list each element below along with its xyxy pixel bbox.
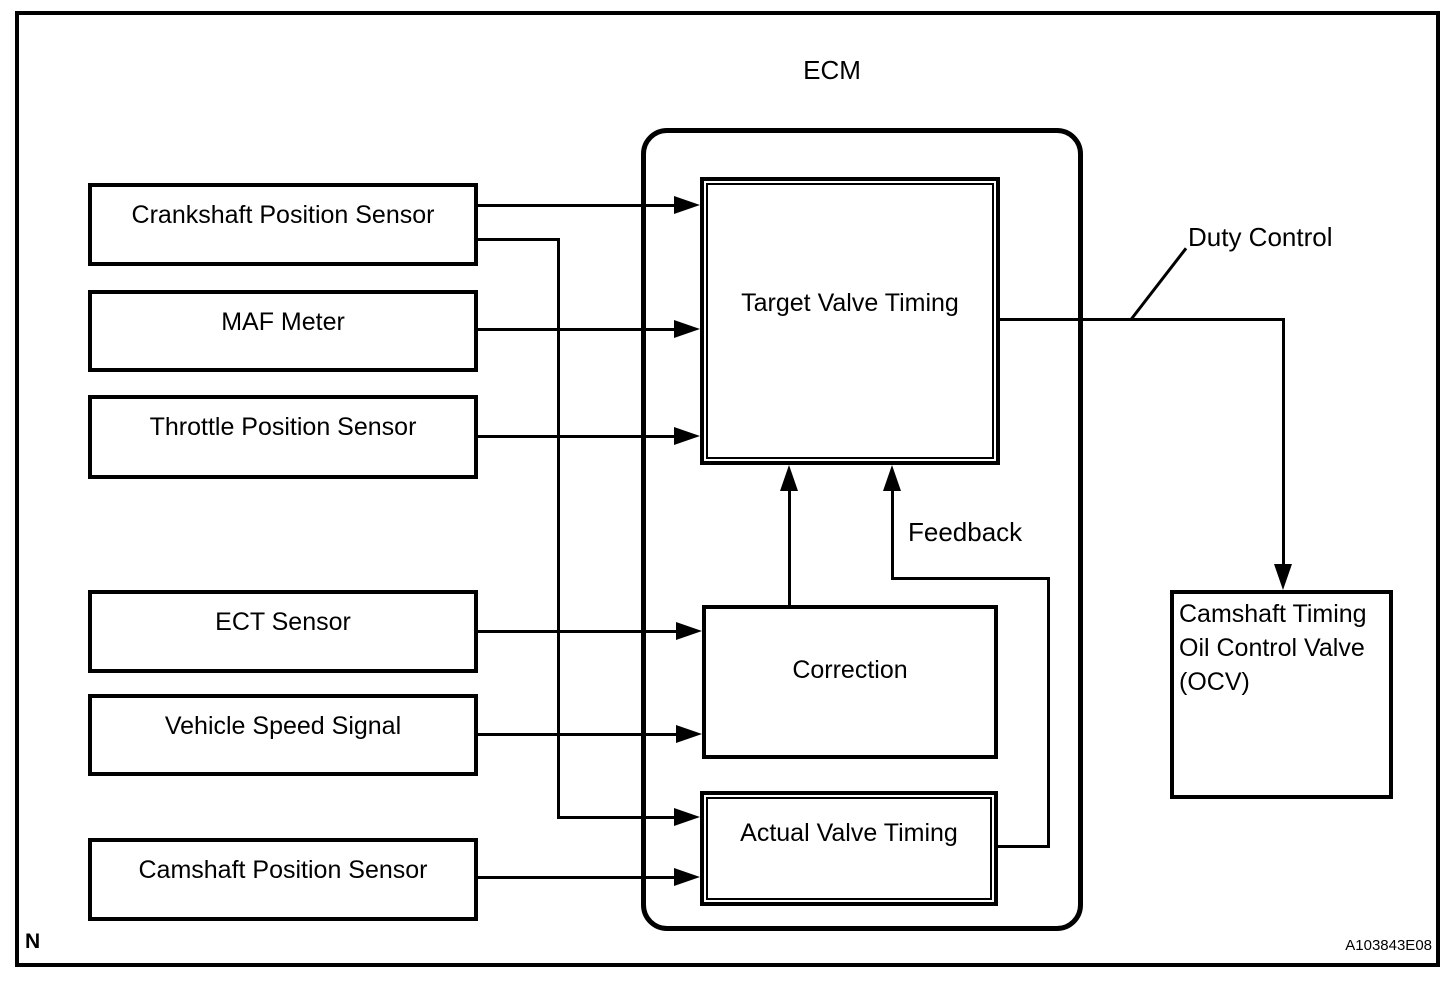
input-label: Crankshaft Position Sensor <box>131 201 435 229</box>
connector-maf-to-target <box>478 328 676 331</box>
ocv-label: Camshaft Timing Oil Control Valve (OCV) <box>1174 594 1389 795</box>
ocv-label-line3: (OCV) <box>1179 668 1250 696</box>
arrowhead-vss-to-correction <box>676 725 702 743</box>
connector-throttle-to-target <box>478 435 676 438</box>
connector-crankshaft-branch-v <box>557 238 560 819</box>
connector-correction-to-target <box>788 487 791 607</box>
block-inner-border <box>706 183 994 459</box>
connector-feedback-horizontal <box>891 577 1050 580</box>
connector-crankshaft-to-actual <box>557 816 677 819</box>
input-box-crankshaft-position-sensor: Crankshaft Position Sensor <box>88 183 478 266</box>
ocv-label-line2: Oil Control Valve <box>1179 634 1365 662</box>
block-correction: Correction <box>702 605 998 759</box>
connector-duty-vertical <box>1282 318 1285 568</box>
input-box-throttle-position-sensor: Throttle Position Sensor <box>88 395 478 479</box>
connector-ect-to-correction <box>478 630 678 633</box>
connector-feedback-from-actual <box>998 845 1050 848</box>
corner-n-label: N <box>25 930 41 953</box>
input-label: Camshaft Position Sensor <box>138 856 428 884</box>
feedback-label: Feedback <box>908 517 1023 547</box>
input-box-camshaft-position-sensor: Camshaft Position Sensor <box>88 838 478 921</box>
arrowhead-crankshaft-to-target <box>674 196 700 214</box>
connector-feedback-vertical <box>1047 577 1050 848</box>
input-label: Throttle Position Sensor <box>149 413 417 441</box>
block-camshaft-timing-ocv: Camshaft Timing Oil Control Valve (OCV) <box>1170 590 1393 799</box>
arrowhead-maf-to-target <box>674 320 700 338</box>
block-label: Target Valve Timing <box>741 289 959 317</box>
block-inner-border <box>706 797 992 900</box>
arrowhead-throttle-to-target <box>674 427 700 445</box>
input-box-ect-sensor: ECT Sensor <box>88 590 478 673</box>
connector-vss-to-correction <box>478 733 678 736</box>
arrowhead-correction-to-target <box>780 465 798 491</box>
block-label: Correction <box>792 656 908 684</box>
input-label: MAF Meter <box>221 308 345 336</box>
duty-control-label: Duty Control <box>1188 222 1333 252</box>
ecm-title: ECM <box>803 55 861 85</box>
figure-code: A103843E08 <box>1345 937 1432 954</box>
arrowhead-feedback-to-target <box>883 465 901 491</box>
connector-crankshaft-to-target <box>478 204 676 207</box>
arrowhead-crankshaft-to-actual <box>674 808 700 826</box>
input-label: ECT Sensor <box>215 608 351 636</box>
ocv-label-line1: Camshaft Timing <box>1179 600 1367 628</box>
input-label: Vehicle Speed Signal <box>164 712 402 740</box>
arrowhead-duty-to-ocv <box>1274 564 1292 590</box>
connector-feedback-to-target <box>891 487 894 580</box>
connector-camshaft-to-actual <box>478 876 676 879</box>
arrowhead-ect-to-correction <box>676 622 702 640</box>
arrowhead-camshaft-to-actual <box>674 868 700 886</box>
page-frame <box>15 11 1440 967</box>
block-label: Actual Valve Timing <box>740 819 958 847</box>
block-target-valve-timing: Target Valve Timing <box>700 177 1000 465</box>
connector-duty-horizontal <box>1000 318 1285 321</box>
input-box-vehicle-speed-signal: Vehicle Speed Signal <box>88 694 478 776</box>
input-box-maf-meter: MAF Meter <box>88 290 478 372</box>
block-actual-valve-timing: Actual Valve Timing <box>700 791 998 906</box>
connector-crankshaft-branch-h <box>476 238 560 241</box>
